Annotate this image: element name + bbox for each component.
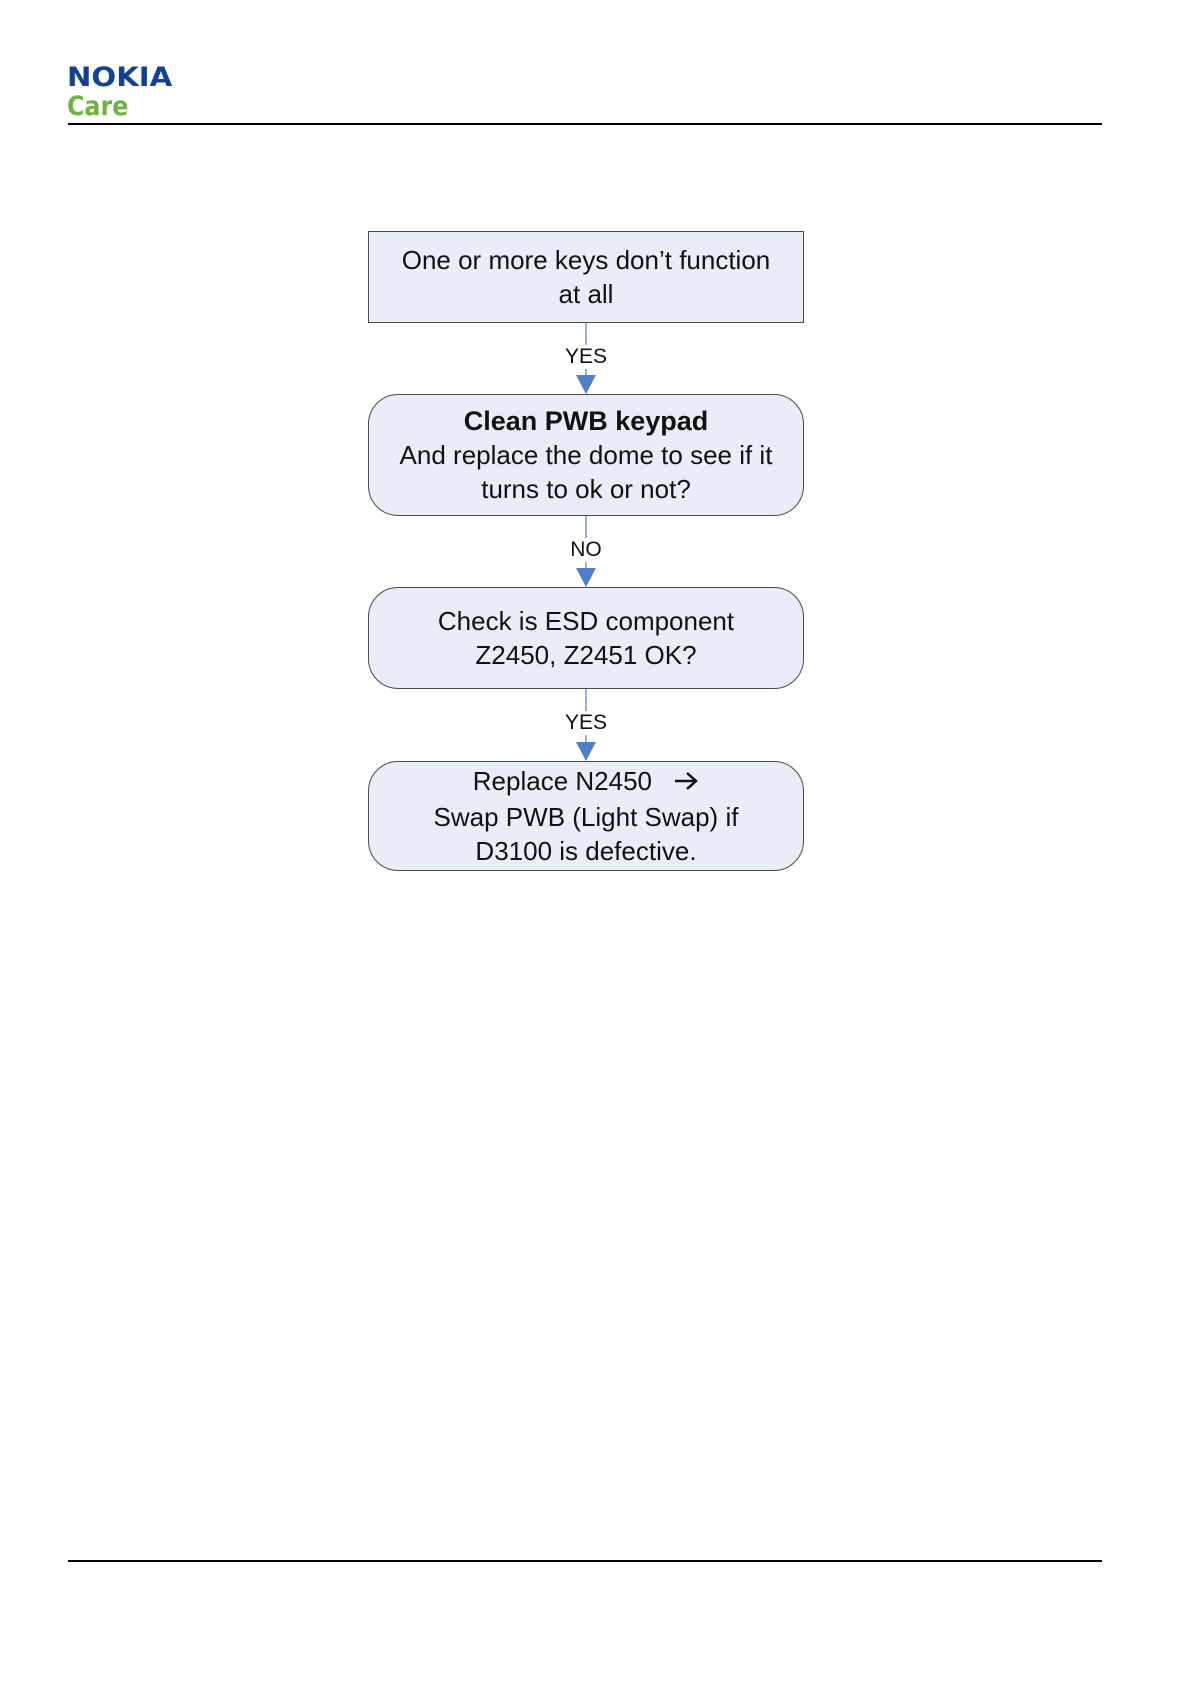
node-line: Z2450, Z2451 OK?	[475, 638, 696, 672]
edge-label-yes: YES	[546, 345, 626, 369]
arrow-down-icon	[576, 375, 596, 394]
edge-label-yes: YES	[546, 711, 626, 735]
node-line: Swap PWB (Light Swap) if	[434, 800, 739, 834]
node-line: D3100 is defective.	[475, 834, 696, 868]
node-line: turns to ok or not?	[481, 472, 691, 506]
node-line: Replace N2450	[473, 766, 652, 796]
flow-node-check-esd: Check is ESD component Z2450, Z2451 OK?	[368, 587, 804, 689]
arrow-down-icon	[576, 568, 596, 587]
node-line: And replace the dome to see if it	[400, 438, 773, 472]
footer-divider	[68, 1560, 1102, 1562]
flow-node-replace: Replace N2450 Swap PWB (Light Swap) if D…	[368, 761, 804, 871]
node-title: Clean PWB keypad	[464, 404, 709, 438]
node-line: One or more keys don’t function	[402, 243, 771, 277]
right-arrow-icon	[673, 766, 699, 800]
arrow-down-icon	[576, 742, 596, 761]
edge-label-no: NO	[546, 538, 626, 562]
node-line: Check is ESD component	[438, 604, 734, 638]
flow-node-start: One or more keys don’t function at all	[368, 231, 804, 323]
node-line: at all	[559, 277, 614, 311]
node-line-with-arrow: Replace N2450	[473, 764, 699, 800]
flow-node-clean-keypad: Clean PWB keypad And replace the dome to…	[368, 394, 804, 516]
